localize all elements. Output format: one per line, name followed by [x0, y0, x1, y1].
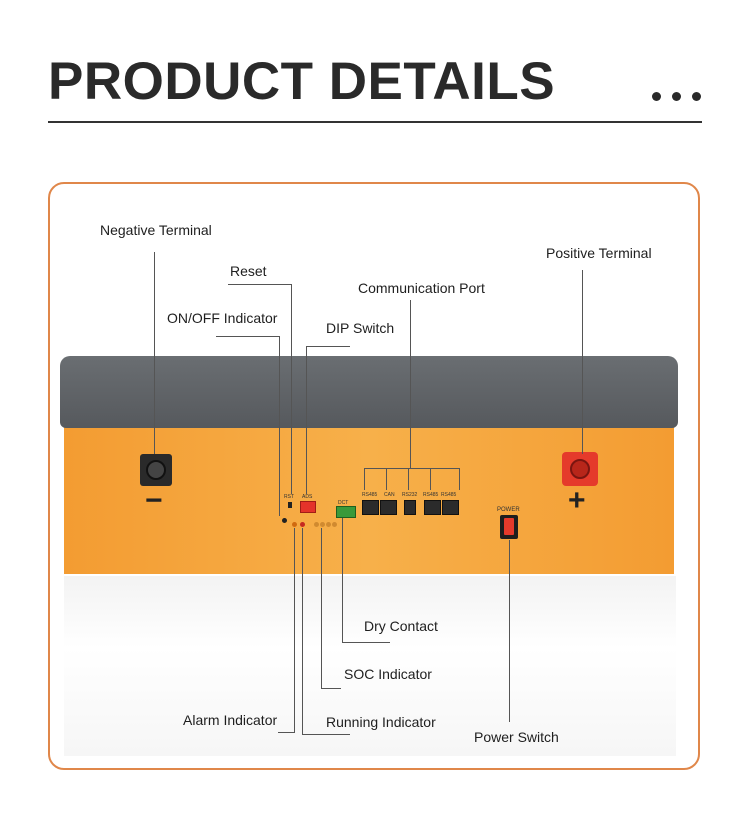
- on-off-indicator-led: [282, 518, 287, 523]
- battery-top-lid: [60, 356, 678, 428]
- leader-negative-terminal: [154, 252, 155, 454]
- leader-power-v: [509, 540, 510, 722]
- port-can[interactable]: [380, 500, 397, 515]
- callout-soc-indicator: SOC Indicator: [344, 666, 432, 682]
- lower-battery-module: [64, 576, 676, 756]
- rs485-b-label: RS485: [423, 492, 439, 498]
- port-rs232[interactable]: [404, 500, 416, 515]
- leader-running-v: [302, 528, 303, 734]
- leader-reset-v: [291, 284, 292, 494]
- soc-led-1: [314, 522, 319, 527]
- rst-label: RST: [284, 494, 294, 500]
- can-label: CAN: [384, 492, 395, 498]
- minus-symbol: −: [145, 484, 163, 517]
- dry-contact-terminal: [336, 506, 356, 518]
- alarm-indicator-led: [292, 522, 297, 527]
- positive-terminal-connector: [562, 452, 598, 486]
- callout-running-indicator: Running Indicator: [326, 714, 436, 730]
- callout-communication-port: Communication Port: [358, 280, 485, 296]
- leader-reset-h: [228, 284, 292, 285]
- battery-front-panel: [64, 424, 674, 574]
- power-switch[interactable]: [500, 515, 518, 539]
- leader-comm-tick-4: [430, 468, 431, 490]
- leader-dry-contact-v: [342, 518, 343, 642]
- leader-comm-tick-5: [459, 468, 460, 490]
- leader-positive-terminal: [582, 270, 583, 454]
- callout-dip-switch: DIP Switch: [326, 320, 395, 336]
- title-divider: [48, 121, 702, 123]
- leader-onoff-h: [216, 336, 280, 337]
- port-rs485-a[interactable]: [362, 500, 379, 515]
- leader-dip-v: [306, 346, 307, 494]
- callout-dry-contact: Dry Contact: [364, 618, 438, 634]
- callout-power-switch: Power Switch: [474, 729, 559, 745]
- leader-comm-tick-1: [364, 468, 365, 490]
- callout-on-off-indicator: ON/OFF Indicator: [167, 310, 278, 326]
- leader-dry-contact-h: [342, 642, 390, 643]
- port-rs485-c[interactable]: [442, 500, 459, 515]
- rs485-a-label: RS485: [362, 492, 378, 498]
- running-indicator-led: [300, 522, 305, 527]
- product-diagram-frame: − + RST ADS DCT RS485 CAN RS232 RS485 RS…: [48, 182, 700, 770]
- callout-alarm-indicator: Alarm Indicator: [183, 712, 278, 728]
- dip-switch[interactable]: [300, 501, 316, 513]
- callout-positive-terminal: Positive Terminal: [546, 245, 652, 261]
- leader-running-h: [302, 734, 350, 735]
- leader-alarm-v: [294, 528, 295, 732]
- rs232-label: RS232: [402, 492, 418, 498]
- plus-symbol: +: [568, 484, 586, 517]
- leader-soc-h: [321, 688, 341, 689]
- more-dots-icon: [652, 92, 701, 101]
- reset-button[interactable]: [288, 502, 292, 508]
- negative-terminal-connector: [140, 454, 172, 486]
- soc-led-3: [326, 522, 331, 527]
- rs485-c-label: RS485: [441, 492, 457, 498]
- ads-label: ADS: [302, 494, 313, 500]
- leader-comm-tick-3: [408, 468, 409, 490]
- callout-reset: Reset: [230, 263, 267, 279]
- leader-dip-h: [306, 346, 350, 347]
- page-title: PRODUCT DETAILS: [48, 52, 556, 111]
- power-label: POWER: [497, 507, 520, 513]
- leader-comm-v: [410, 300, 411, 468]
- dct-label: DCT: [338, 500, 349, 506]
- leader-onoff-v: [279, 336, 280, 516]
- leader-comm-bracket: [364, 468, 460, 469]
- callout-negative-terminal: Negative Terminal: [100, 222, 212, 238]
- leader-comm-tick-2: [386, 468, 387, 490]
- soc-led-2: [320, 522, 325, 527]
- soc-led-4: [332, 522, 337, 527]
- port-rs485-b[interactable]: [424, 500, 441, 515]
- leader-alarm-h: [278, 732, 295, 733]
- leader-soc-v: [321, 528, 322, 688]
